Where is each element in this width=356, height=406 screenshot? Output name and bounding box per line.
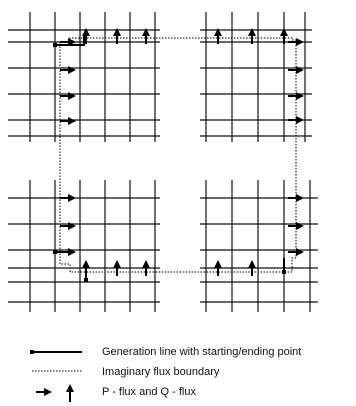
p-flux-arrow-head bbox=[68, 222, 76, 230]
q-flux-arrow-head bbox=[248, 260, 256, 268]
p-flux-arrow bbox=[60, 222, 76, 230]
q-flux-arrow-head bbox=[142, 260, 150, 268]
p-flux-arrow bbox=[288, 66, 304, 74]
p-flux-arrow bbox=[288, 222, 304, 230]
p-flux-arrow-head bbox=[296, 92, 304, 100]
q-flux-arrow-head bbox=[82, 28, 90, 36]
p-flux-arrow-head bbox=[68, 66, 76, 74]
p-flux-arrow-head bbox=[296, 38, 304, 46]
p-flux-arrow bbox=[288, 116, 304, 124]
p-flux-arrow-head bbox=[68, 92, 76, 100]
p-flux-arrow bbox=[60, 117, 76, 125]
q-flux-arrow-head bbox=[280, 28, 288, 36]
q-flux-arrow bbox=[142, 260, 150, 276]
q-flux-arrow-head bbox=[142, 28, 150, 36]
legend-q-flux-arrow-head bbox=[66, 384, 74, 392]
q-flux-arrow bbox=[113, 260, 121, 276]
q-flux-arrow bbox=[214, 28, 222, 44]
p-flux-arrow bbox=[60, 248, 76, 256]
p-flux-arrow-head bbox=[68, 194, 76, 202]
p-flux-arrow-head bbox=[296, 116, 304, 124]
q-flux-arrow-head bbox=[214, 28, 222, 36]
q-flux-arrow-head bbox=[214, 260, 222, 268]
p-flux-arrow-head bbox=[296, 222, 304, 230]
grid-bottom-left bbox=[8, 180, 160, 312]
q-flux-arrow bbox=[113, 28, 121, 44]
generation-line-top-left bbox=[55, 36, 85, 46]
q-flux-arrow bbox=[82, 260, 90, 276]
p-flux-arrow bbox=[60, 194, 76, 202]
legend-p-flux-arrow-head bbox=[44, 388, 52, 396]
generation-line-endpoint bbox=[53, 43, 57, 47]
p-flux-arrow bbox=[60, 92, 76, 100]
grid-top-left bbox=[8, 12, 160, 142]
p-flux-arrow-head bbox=[296, 66, 304, 74]
q-flux-arrow-head bbox=[248, 28, 256, 36]
p-flux-arrow bbox=[288, 92, 304, 100]
q-flux-arrow bbox=[214, 260, 222, 276]
p-flux-arrow-head bbox=[68, 117, 76, 125]
legend-q-flux-arrow-icon bbox=[66, 384, 74, 402]
q-flux-arrow bbox=[248, 260, 256, 276]
p-flux-arrow-head bbox=[296, 248, 304, 256]
generation-line-endpoint bbox=[53, 250, 57, 254]
q-flux-arrow bbox=[82, 28, 90, 44]
q-flux-arrow-head bbox=[113, 28, 121, 36]
p-flux-arrow-head bbox=[68, 248, 76, 256]
imaginary-flux-boundary bbox=[59, 37, 297, 273]
q-flux-arrow-head bbox=[82, 260, 90, 268]
p-flux-arrow bbox=[288, 38, 304, 46]
q-flux-arrow bbox=[142, 28, 150, 44]
q-flux-arrow-head bbox=[113, 260, 121, 268]
p-flux-arrow bbox=[60, 38, 76, 46]
p-flux-arrow-head bbox=[296, 194, 304, 202]
p-flux-arrow bbox=[288, 248, 304, 256]
p-flux-arrow bbox=[288, 194, 304, 202]
legend-generation-line-endpoint bbox=[30, 350, 34, 354]
p-flux-arrow bbox=[60, 66, 76, 74]
p-flux-arrow-head bbox=[68, 38, 76, 46]
q-flux-arrow bbox=[248, 28, 256, 44]
generation-line-endpoint bbox=[84, 278, 88, 282]
generation-line-endpoint bbox=[282, 270, 286, 274]
q-flux-arrow bbox=[280, 28, 288, 44]
legend-p-flux-arrow-icon bbox=[36, 388, 52, 396]
